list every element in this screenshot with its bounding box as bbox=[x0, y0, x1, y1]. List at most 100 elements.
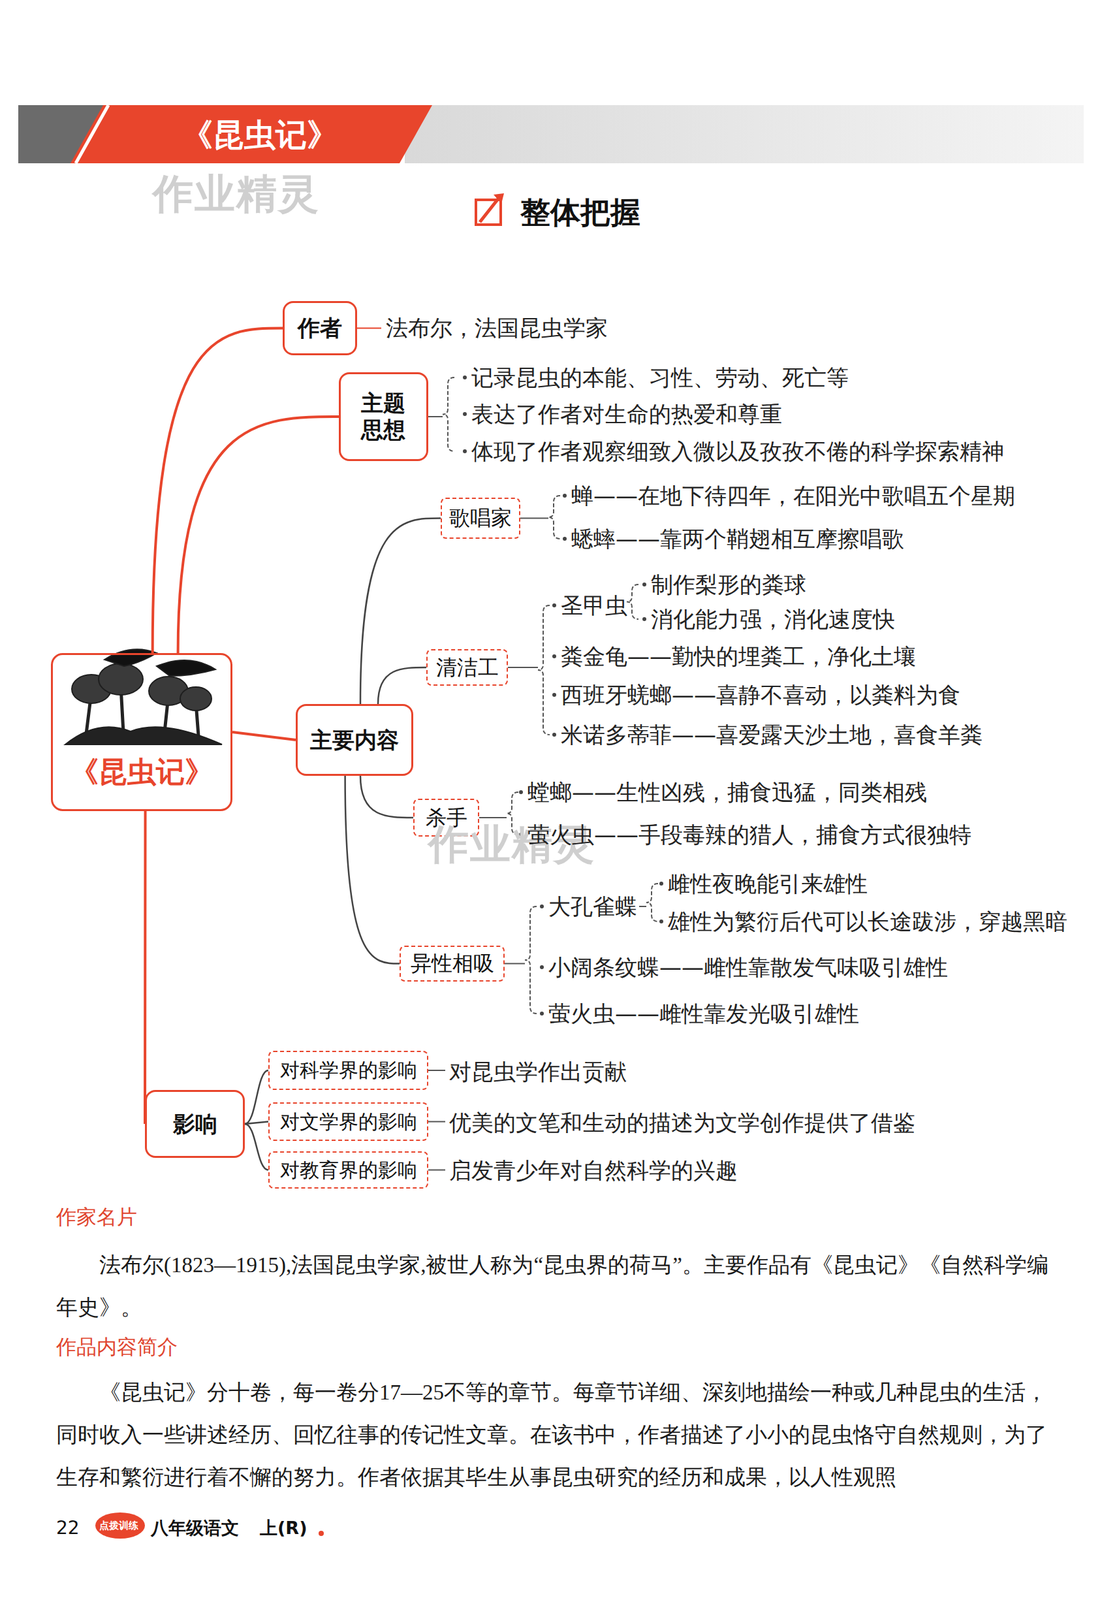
bullet-dot bbox=[462, 375, 467, 380]
leader-line bbox=[428, 1169, 446, 1171]
body-paragraph: 法布尔(1823—1915),法国昆虫学家,被世人称为“昆虫界的荷马”。主要作品… bbox=[56, 1243, 1069, 1329]
watermark: 作业精灵 bbox=[152, 169, 320, 219]
label-text: 萤火虫——雌性靠发光吸引雄性 bbox=[548, 1000, 860, 1027]
leader-line bbox=[507, 666, 538, 668]
heading-arrow bbox=[479, 197, 500, 222]
footer-dot bbox=[318, 1530, 324, 1536]
node-text: 主要内容 bbox=[310, 726, 399, 754]
label-text: 消化能力强，消化速度快 bbox=[650, 605, 896, 633]
header-band bbox=[70, 105, 433, 164]
topic-box: 对文学界的影响 bbox=[268, 1102, 429, 1141]
bracket bbox=[524, 906, 537, 1014]
label-text: 记录昆虫的本能、习性、劳动、死亡等 bbox=[471, 364, 849, 392]
bracket bbox=[626, 584, 639, 619]
branch-box: 主要内容 bbox=[295, 703, 414, 776]
label-text: 上(R) bbox=[259, 1517, 307, 1539]
label-text: 整体把握 bbox=[520, 194, 641, 231]
leader-line bbox=[479, 816, 507, 819]
label-text: 22 bbox=[56, 1516, 80, 1539]
label-text: 作家名片 bbox=[56, 1204, 138, 1229]
leader-line bbox=[428, 1120, 446, 1123]
leader-line bbox=[504, 962, 525, 965]
bullet-dot bbox=[642, 582, 647, 587]
node-text: 歌唱家 bbox=[449, 505, 512, 531]
label-text: 雌性夜晚能引来雄性 bbox=[667, 870, 868, 898]
bullet-dot bbox=[659, 881, 664, 886]
connector bbox=[377, 667, 427, 704]
label-text: 圣甲虫 bbox=[560, 592, 628, 619]
node-text: 异性相吸 bbox=[410, 950, 495, 976]
label-text: 作品内容简介 bbox=[56, 1334, 178, 1359]
leader-line bbox=[357, 327, 382, 330]
bullet-dot bbox=[539, 1011, 544, 1016]
label-text: 优美的文笔和生动的描述为文学创作提供了借鉴 bbox=[449, 1109, 916, 1136]
central-node: 《昆虫记》 bbox=[50, 652, 233, 811]
header-stripe bbox=[75, 105, 109, 164]
label-text: 点拨训练 bbox=[99, 1519, 139, 1531]
bullet-dot bbox=[462, 411, 467, 416]
node-text: 对科学界的影响 bbox=[280, 1058, 418, 1082]
label-text: 西班牙蜣螂——喜静不喜动，以粪料为食 bbox=[560, 681, 961, 709]
leader-line bbox=[428, 1069, 446, 1071]
bracket bbox=[442, 377, 455, 452]
branch-box: 作者 bbox=[282, 300, 358, 356]
connector bbox=[345, 775, 400, 964]
node-text: 对教育界的影响 bbox=[280, 1158, 418, 1182]
node-text: 作者 bbox=[297, 314, 343, 342]
footer-logo bbox=[95, 1511, 145, 1539]
node-text: 《昆虫记》 bbox=[69, 754, 214, 790]
bullet-dot bbox=[519, 789, 523, 794]
label-text: 对昆虫学作出贡献 bbox=[449, 1058, 627, 1086]
bracket bbox=[646, 883, 659, 922]
bullet-dot bbox=[659, 919, 664, 924]
branch-box: 影响 bbox=[144, 1089, 245, 1158]
leader-line bbox=[520, 517, 549, 520]
bracket bbox=[537, 605, 550, 735]
label-text: 八年级语文 bbox=[150, 1517, 239, 1539]
label-text: 蝉——在地下待四年，在阳光中歌唱五个星期 bbox=[571, 482, 1016, 510]
connector bbox=[244, 1070, 269, 1124]
node-text: 清洁工 bbox=[436, 654, 499, 680]
leader-line bbox=[639, 905, 647, 907]
connector bbox=[360, 775, 414, 818]
branch-box: 主题思想 bbox=[338, 372, 429, 461]
connector bbox=[152, 328, 283, 654]
bullet-dot bbox=[552, 692, 557, 697]
topic-box: 清洁工 bbox=[426, 648, 508, 686]
topic-box: 对科学界的影响 bbox=[268, 1050, 429, 1090]
bullet-dot bbox=[539, 964, 544, 969]
connector bbox=[232, 731, 296, 740]
label-text: 萤火虫——手段毒辣的猎人，捕食方式很独特 bbox=[527, 821, 972, 849]
bullet-dot bbox=[552, 732, 557, 737]
bullet-dot bbox=[462, 449, 467, 454]
body-paragraph: 《昆虫记》分十卷，每一卷分17—25不等的章节。每章节详细、深刻地描绘一种或几种… bbox=[56, 1370, 1069, 1499]
bullet-dot bbox=[552, 603, 557, 608]
label-text: 制作梨形的粪球 bbox=[650, 571, 807, 599]
node-text: 影响 bbox=[173, 1110, 218, 1138]
connector bbox=[178, 416, 339, 653]
bullet-dot bbox=[642, 616, 647, 621]
label-text: 小阔条纹蝶——雌性靠散发气味吸引雄性 bbox=[548, 953, 948, 981]
label-text: 法布尔，法国昆虫学家 bbox=[385, 314, 608, 342]
title-banner: 《昆虫记》 bbox=[181, 114, 339, 157]
label-text: 雄性为繁衍后代可以长途跋涉，穿越黑暗 bbox=[667, 908, 1068, 935]
bullet-dot bbox=[562, 493, 567, 498]
connector bbox=[244, 1121, 269, 1125]
label-text: 米诺多蒂菲——喜爱露天沙土地，喜食羊粪 bbox=[560, 721, 983, 749]
bullet-dot bbox=[539, 904, 544, 909]
bullet-dot bbox=[562, 536, 567, 541]
topic-box: 对教育界的影响 bbox=[268, 1150, 429, 1189]
label-text: 大孔雀蝶 bbox=[548, 893, 638, 920]
flower-illustration bbox=[65, 648, 222, 745]
label-text: 螳螂——生性凶残，捕食迅猛，同类相残 bbox=[527, 778, 928, 806]
label-text: 表达了作者对生命的热爱和尊重 bbox=[471, 400, 783, 428]
label-text: 体现了作者观察细致入微以及孜孜不倦的科学探索精神 bbox=[471, 438, 1005, 465]
label-text: 启发青少年对自然科学的兴趣 bbox=[449, 1156, 738, 1184]
topic-box: 歌唱家 bbox=[440, 497, 521, 539]
bullet-dot bbox=[552, 654, 557, 659]
label-text: 粪金龟——勤快的埋粪工，净化土壤 bbox=[560, 643, 916, 670]
leader-line bbox=[428, 415, 443, 418]
heading-arrowhead bbox=[493, 193, 504, 204]
topic-box: 异性相吸 bbox=[399, 945, 505, 982]
